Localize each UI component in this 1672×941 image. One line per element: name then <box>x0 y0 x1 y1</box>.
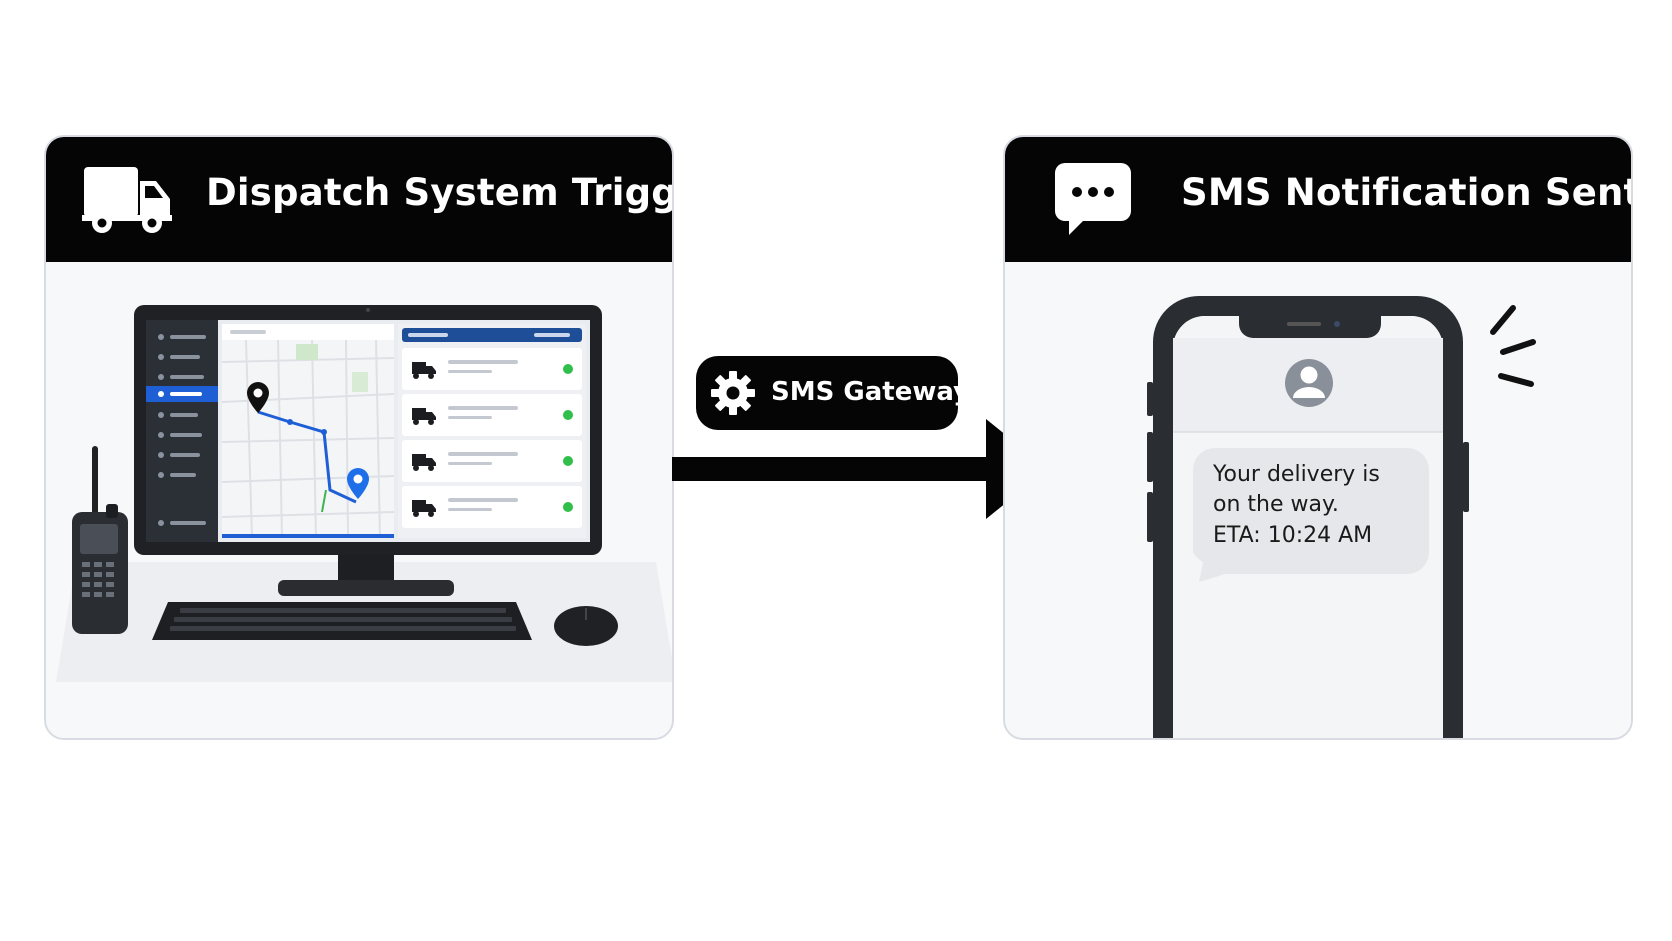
dispatch-panel-header: Dispatch System Trigger <box>46 137 672 262</box>
dispatch-panel: Dispatch System Trigger <box>44 135 674 740</box>
phone-illustration: Your delivery is on the way. ETA: 10:24 … <box>1005 262 1631 738</box>
avatar-icon <box>1285 359 1333 407</box>
gateway-label: SMS Gateway <box>771 377 971 407</box>
sms-panel: SMS Notification Sent <box>1003 135 1633 740</box>
sms-gateway-badge: SMS Gateway <box>696 356 970 430</box>
dispatch-illustration <box>46 262 672 738</box>
panel-title: Dispatch System Trigger <box>206 171 674 214</box>
message-line: Your delivery is <box>1213 462 1380 487</box>
message-line: ETA: 10:24 AM <box>1213 523 1373 548</box>
message-line: on the way. <box>1213 492 1339 517</box>
panel-title: SMS Notification Sent <box>1181 171 1633 214</box>
sms-message-bubble: Your delivery is on the way. ETA: 10:24 … <box>1213 452 1413 562</box>
sms-panel-header: SMS Notification Sent <box>1005 137 1631 262</box>
delivery-truck-icon <box>82 165 172 235</box>
flow-arrow-icon <box>672 419 1048 519</box>
gear-icon <box>710 370 756 416</box>
chat-bubble-icon <box>1053 161 1133 239</box>
